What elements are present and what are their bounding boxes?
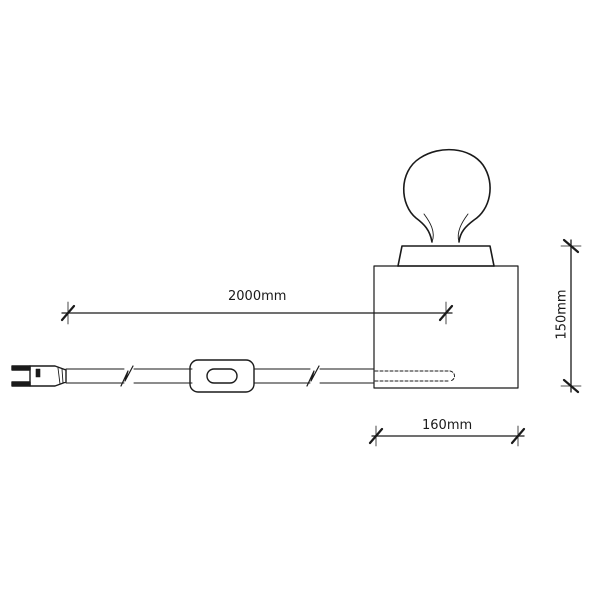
lamp-socket [397, 245, 495, 267]
dimension-base-width [368, 425, 526, 447]
internal-cable [374, 370, 455, 382]
base-width-label: 160mm [422, 418, 473, 433]
bulb-icon [403, 148, 491, 243]
base-height-label: 150mm [554, 289, 570, 340]
lamp-base-block [373, 265, 519, 389]
dimension-cable-length [60, 301, 454, 325]
power-cable [65, 368, 375, 384]
inline-switch-icon [189, 359, 255, 393]
dimension-base-height [560, 238, 582, 394]
cable-length-label: 2000mm [228, 289, 287, 304]
plug-icon [11, 365, 67, 387]
cable-break-mark [120, 365, 320, 387]
